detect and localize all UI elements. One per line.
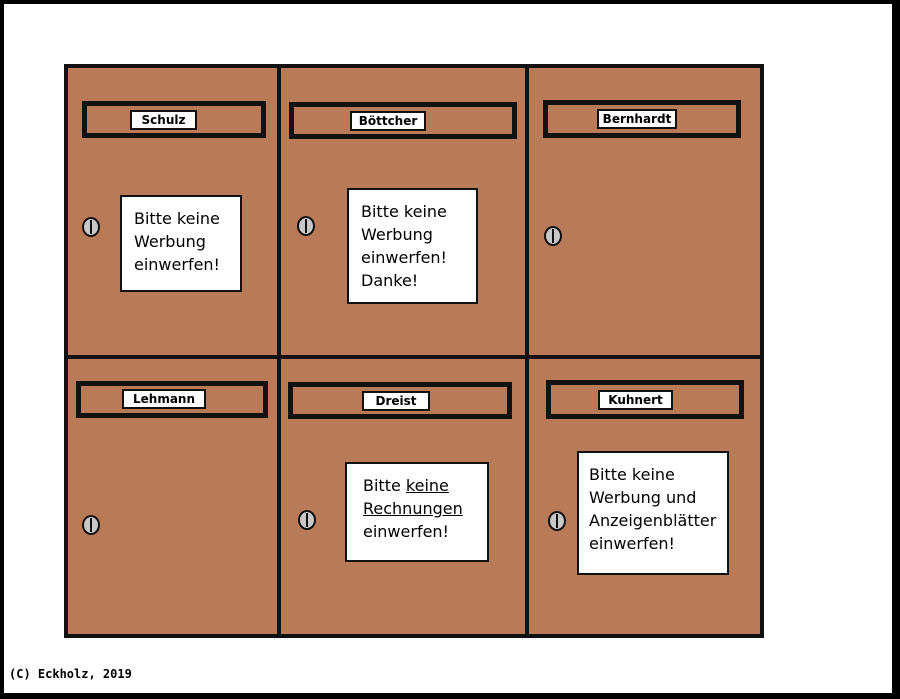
- mail-slot: [289, 102, 517, 139]
- note-line: Bitte keine: [363, 474, 479, 497]
- mail-slot: [76, 381, 268, 418]
- note-line: Bitte keine: [361, 202, 447, 221]
- note-line: Werbung: [134, 232, 206, 251]
- note-no-invoices: Bitte keine Rechnungen einwerfen!: [345, 462, 489, 562]
- note-line: einwerfen!: [361, 248, 447, 267]
- note-line: Werbung: [361, 225, 433, 244]
- mailbox-bernhardt: Bernhardt: [529, 68, 760, 355]
- note-no-advertising: Bitte keine Werbung einwerfen!: [120, 195, 242, 292]
- mailbox-cabinet: Schulz Bitte keine Werbung einwerfen! Bö…: [64, 64, 764, 638]
- note-emphasis-rechnungen: Rechnungen: [363, 499, 463, 518]
- nameplate-dreist: Dreist: [362, 391, 430, 411]
- divider-horizontal: [68, 355, 760, 359]
- note-line: einwerfen!: [363, 522, 449, 541]
- lock-icon: [82, 217, 100, 237]
- mailbox-schulz: Schulz Bitte keine Werbung einwerfen!: [68, 68, 277, 355]
- note-no-advertising-flyers: Bitte keine Werbung und Anzeigenblätter …: [577, 451, 729, 575]
- nameplate-schulz: Schulz: [130, 110, 197, 130]
- note-emphasis-keine: keine: [405, 476, 449, 495]
- lock-icon: [298, 510, 316, 530]
- mail-slot: [546, 380, 744, 419]
- mailbox-kuhnert: Kuhnert Bitte keine Werbung und Anzeigen…: [529, 359, 760, 634]
- lock-icon: [544, 226, 562, 246]
- note-line: Anzeigenblätter: [589, 511, 717, 530]
- note-line: einwerfen!: [589, 534, 675, 553]
- mail-slot: [288, 382, 512, 419]
- lock-icon: [82, 515, 100, 535]
- nameplate-bernhardt: Bernhardt: [597, 109, 677, 129]
- note-line: Danke!: [361, 271, 419, 290]
- lock-icon: [297, 216, 315, 236]
- mailbox-dreist: Dreist Bitte keine Rechnungen einwerfen!: [281, 359, 525, 634]
- mailbox-lehmann: Lehmann: [68, 359, 277, 634]
- mailbox-boettcher: Böttcher Bitte keine Werbung einwerfen! …: [281, 68, 525, 355]
- nameplate-boettcher: Böttcher: [350, 111, 426, 131]
- nameplate-kuhnert: Kuhnert: [598, 390, 673, 410]
- mail-slot: [82, 101, 266, 138]
- divider-vertical-1: [277, 68, 281, 634]
- lock-icon: [548, 511, 566, 531]
- note-line: Werbung und: [589, 488, 697, 507]
- note-line: einwerfen!: [134, 255, 220, 274]
- note-line: Bitte keine: [134, 209, 220, 228]
- note-line: Bitte keine: [589, 465, 675, 484]
- nameplate-lehmann: Lehmann: [122, 389, 206, 409]
- mail-slot: [543, 100, 741, 138]
- note-text: Bitte: [363, 476, 406, 495]
- copyright-text: (C) Eckholz, 2019: [9, 667, 132, 681]
- divider-vertical-2: [525, 68, 529, 634]
- note-no-advertising-thanks: Bitte keine Werbung einwerfen! Danke!: [347, 188, 478, 304]
